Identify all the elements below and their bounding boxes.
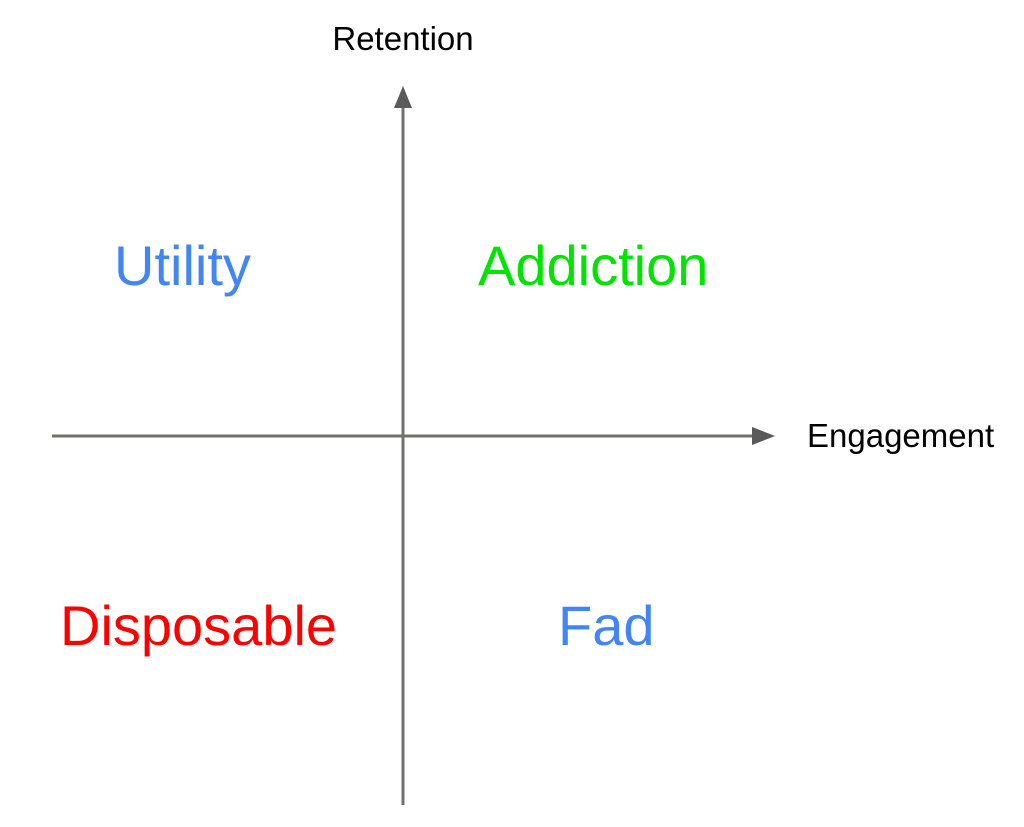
quadrant-label-disposable: Disposable <box>60 594 338 657</box>
y-axis-arrowhead-icon <box>394 86 412 108</box>
x-axis-label: Engagement <box>807 417 995 454</box>
quadrant-label-fad: Fad <box>558 594 655 657</box>
quadrant-label-addiction: Addiction <box>478 234 709 297</box>
quadrant-label-utility: Utility <box>114 234 251 297</box>
x-axis-arrowhead-icon <box>752 427 775 445</box>
y-axis-label: Retention <box>332 20 474 57</box>
